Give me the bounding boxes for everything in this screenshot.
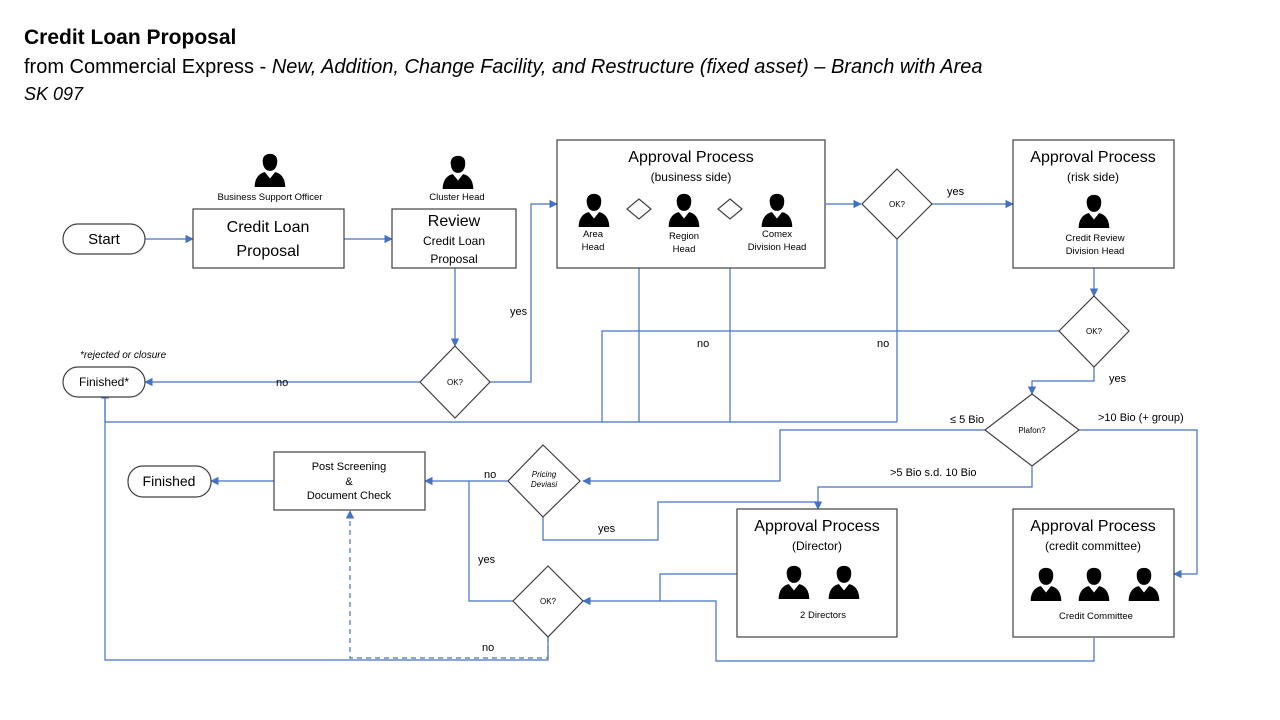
finished-rejected-label: Finished*	[79, 375, 129, 389]
label-yes-review: yes	[510, 306, 528, 318]
label-no-final: no	[482, 642, 494, 654]
ok-business-text: OK?	[889, 200, 906, 209]
connectors	[100, 199, 1198, 662]
risk-approval-subtitle: (risk side)	[1067, 170, 1119, 184]
label-gt10: >10 Bio (+ group)	[1098, 412, 1184, 424]
label-yes-risk: yes	[1109, 373, 1127, 385]
role-credit-committee: Credit Committee	[1059, 611, 1133, 622]
post-screening-line2: &	[345, 476, 353, 488]
review-label-line2: Credit Loan	[423, 234, 485, 248]
finished-rejected-terminator	[62, 366, 146, 398]
edge-director-to-okfinal	[582, 573, 737, 606]
role-area-line1: Area	[583, 229, 604, 240]
label-no-review: no	[276, 377, 288, 389]
business-approval-subtitle: (business side)	[651, 170, 732, 184]
edge-risk-ok-no-reject	[601, 330, 1059, 422]
ok-review-text: OK?	[447, 378, 464, 387]
ok-final-text: OK?	[540, 597, 557, 606]
node-labels: Start Finished* Finished Credit Loan Pro…	[79, 149, 1156, 553]
edge-okfinal-dashed-to-post	[345, 510, 549, 659]
label-no-pricing: no	[484, 469, 496, 481]
role-comex-line1: Comex	[762, 229, 792, 240]
diagram-header: Credit Loan Proposal from Commercial Exp…	[24, 24, 983, 106]
edge-risk-ok-yes-to-plafon	[1027, 367, 1095, 395]
post-screening-line3: Document Check	[307, 490, 392, 502]
post-screening-box	[273, 451, 426, 511]
post-screening-line1: Post Screening	[312, 461, 387, 473]
edge-reject-bus-to-finished	[100, 390, 897, 423]
label-mid: >5 Bio s.d. 10 Bio	[890, 467, 977, 479]
ok-risk-text: OK?	[1086, 327, 1103, 336]
decision-pricing-deviasi	[507, 444, 581, 518]
director-approval-subtitle: (Director)	[792, 539, 842, 553]
business-approval-title: Approval Process	[628, 149, 753, 166]
label-yes-pricing: yes	[598, 523, 616, 535]
edge-plafon-mid-to-director	[813, 466, 1033, 510]
page-title: Credit Loan Proposal	[24, 26, 237, 49]
role-directors: 2 Directors	[800, 610, 846, 621]
credit-loan-proposal-box	[192, 208, 345, 269]
role-cluster-head: Cluster Head	[429, 192, 484, 203]
plafon-text: Plafon?	[1018, 426, 1046, 435]
decision-ok-risk	[1058, 295, 1130, 368]
decision-plafon	[984, 393, 1080, 467]
proposal-label-line1: Credit Loan	[227, 219, 310, 236]
edge-okfinal-yes-to-post	[468, 481, 513, 602]
subtitle-prefix: from Commercial Express -	[24, 56, 272, 78]
role-labels: Business Support Officer Cluster Head Ar…	[218, 192, 1133, 622]
rejected-closure-note: *rejected or closure	[80, 350, 167, 361]
bso-person-icon	[254, 153, 286, 187]
process-boxes	[62, 139, 1175, 638]
page-subtitle: from Commercial Express - New, Addition,…	[24, 52, 983, 82]
start-label: Start	[88, 231, 121, 248]
edge-ok-yes-to-business	[490, 199, 558, 383]
role-credit-review-line2: Division Head	[1066, 246, 1125, 257]
subtitle-italic: New, Addition, Change Facility, and Rest…	[271, 56, 983, 78]
edge-committee-to-okfinal	[660, 600, 1095, 662]
cluster-head-person-icon	[442, 155, 474, 189]
role-business-support-officer: Business Support Officer	[218, 192, 323, 203]
label-yes-final: yes	[478, 554, 496, 566]
edge-pricing-yes-to-director	[542, 501, 818, 541]
edge-okfinal-no-to-finished	[104, 391, 549, 661]
finished-terminator	[127, 465, 212, 498]
director-approval-box	[736, 508, 898, 638]
start-terminator	[62, 223, 146, 255]
director-approval-title: Approval Process	[754, 518, 879, 535]
pricing-text-line1: Pricing	[532, 470, 557, 479]
decision-ok-final	[512, 565, 584, 638]
role-area-line2: Head	[582, 242, 605, 253]
label-no-business-2: no	[877, 338, 889, 350]
decision-mini-1	[626, 198, 652, 220]
pricing-text-line2: Deviasi	[531, 480, 557, 489]
edge-plafon-gt10-to-committee	[1079, 429, 1198, 579]
review-label-line1: Review	[428, 213, 481, 230]
role-region-line2: Head	[673, 244, 696, 255]
risk-approval-title: Approval Process	[1030, 149, 1155, 166]
decision-labels: OK? OK? OK? Plafon? Pricing Deviasi OK?	[447, 200, 1103, 606]
document-code: SK 097	[24, 84, 84, 104]
role-comex-line2: Division Head	[748, 242, 807, 253]
role-region-line1: Region	[669, 231, 699, 242]
proposal-label-line2: Proposal	[236, 243, 299, 260]
committee-approval-subtitle: (credit committee)	[1045, 539, 1141, 553]
review-label-line3: Proposal	[430, 252, 477, 266]
label-yes-business: yes	[947, 186, 965, 198]
decision-ok-business	[861, 168, 933, 240]
decision-diamonds	[419, 168, 1130, 638]
label-no-business: no	[697, 338, 709, 350]
decision-mini-2	[717, 198, 743, 220]
finished-label: Finished	[143, 473, 196, 489]
committee-approval-title: Approval Process	[1030, 518, 1155, 535]
edge-labels: *rejected or closure no yes no no yes ye…	[80, 186, 1184, 654]
review-box	[391, 208, 517, 269]
edge-plafon-le5-to-pricing	[582, 429, 985, 486]
label-le5: ≤ 5 Bio	[950, 414, 984, 426]
decision-ok-review	[419, 345, 491, 419]
role-credit-review-line1: Credit Review	[1065, 233, 1124, 244]
